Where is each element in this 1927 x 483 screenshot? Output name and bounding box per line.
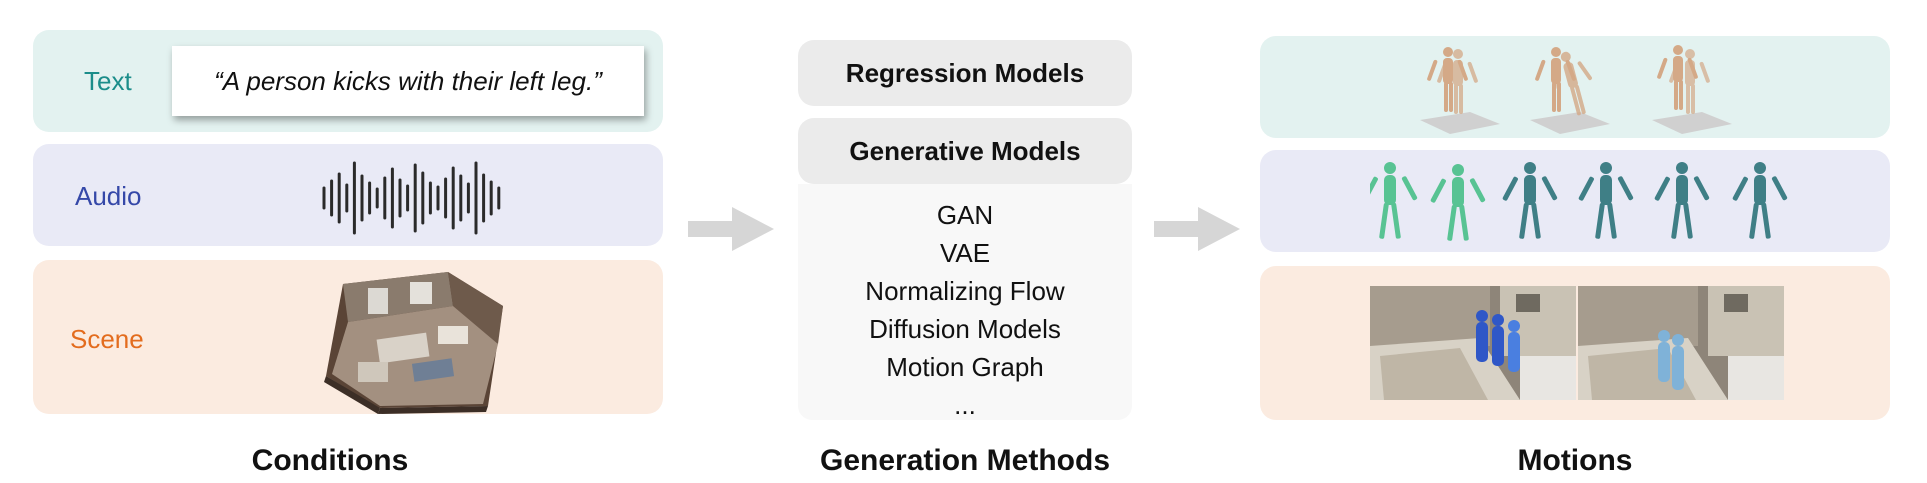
text-condition-label: Text [84,66,132,96]
audio-motion-band [1260,150,1890,252]
conditions-caption: Conditions [251,444,409,477]
audio-motion-figures-image [1370,162,1788,242]
regression-models-box: Regression Models [798,40,1132,106]
method-item: Motion Graph [886,352,1044,382]
scene-condition-label: Scene [70,324,144,354]
regression-models-label: Regression Models [845,57,1085,88]
generative-models-box: Generative Models [798,118,1132,184]
generative-methods-list: GAN VAE Normalizing Flow Diffusion Model… [798,196,1132,424]
right-arrow-icon [688,207,774,251]
generation-methods-caption: Generation Methods [819,444,1111,477]
method-item: GAN [936,200,994,230]
text-motion-figures-image [1420,45,1732,134]
motions-caption: Motions [1517,444,1633,477]
method-item: Normalizing Flow [865,276,1065,306]
audio-waveform-icon [322,161,501,235]
method-item: VAE [939,238,991,268]
right-arrow-icon [1154,207,1240,251]
scene-motion-image [1370,286,1576,400]
method-item: ... [954,390,976,420]
text-prompt-box: “A person kicks with their left leg.” [172,46,644,116]
audio-condition-label: Audio [75,181,142,211]
generative-methods-panel [798,184,1132,420]
generative-models-label: Generative Models [849,135,1081,166]
method-item: Diffusion Models [869,314,1061,344]
text-prompt: “A person kicks with their left leg.” [214,65,602,96]
scene-motion-image [1578,286,1784,400]
scene-room-image [324,272,503,414]
